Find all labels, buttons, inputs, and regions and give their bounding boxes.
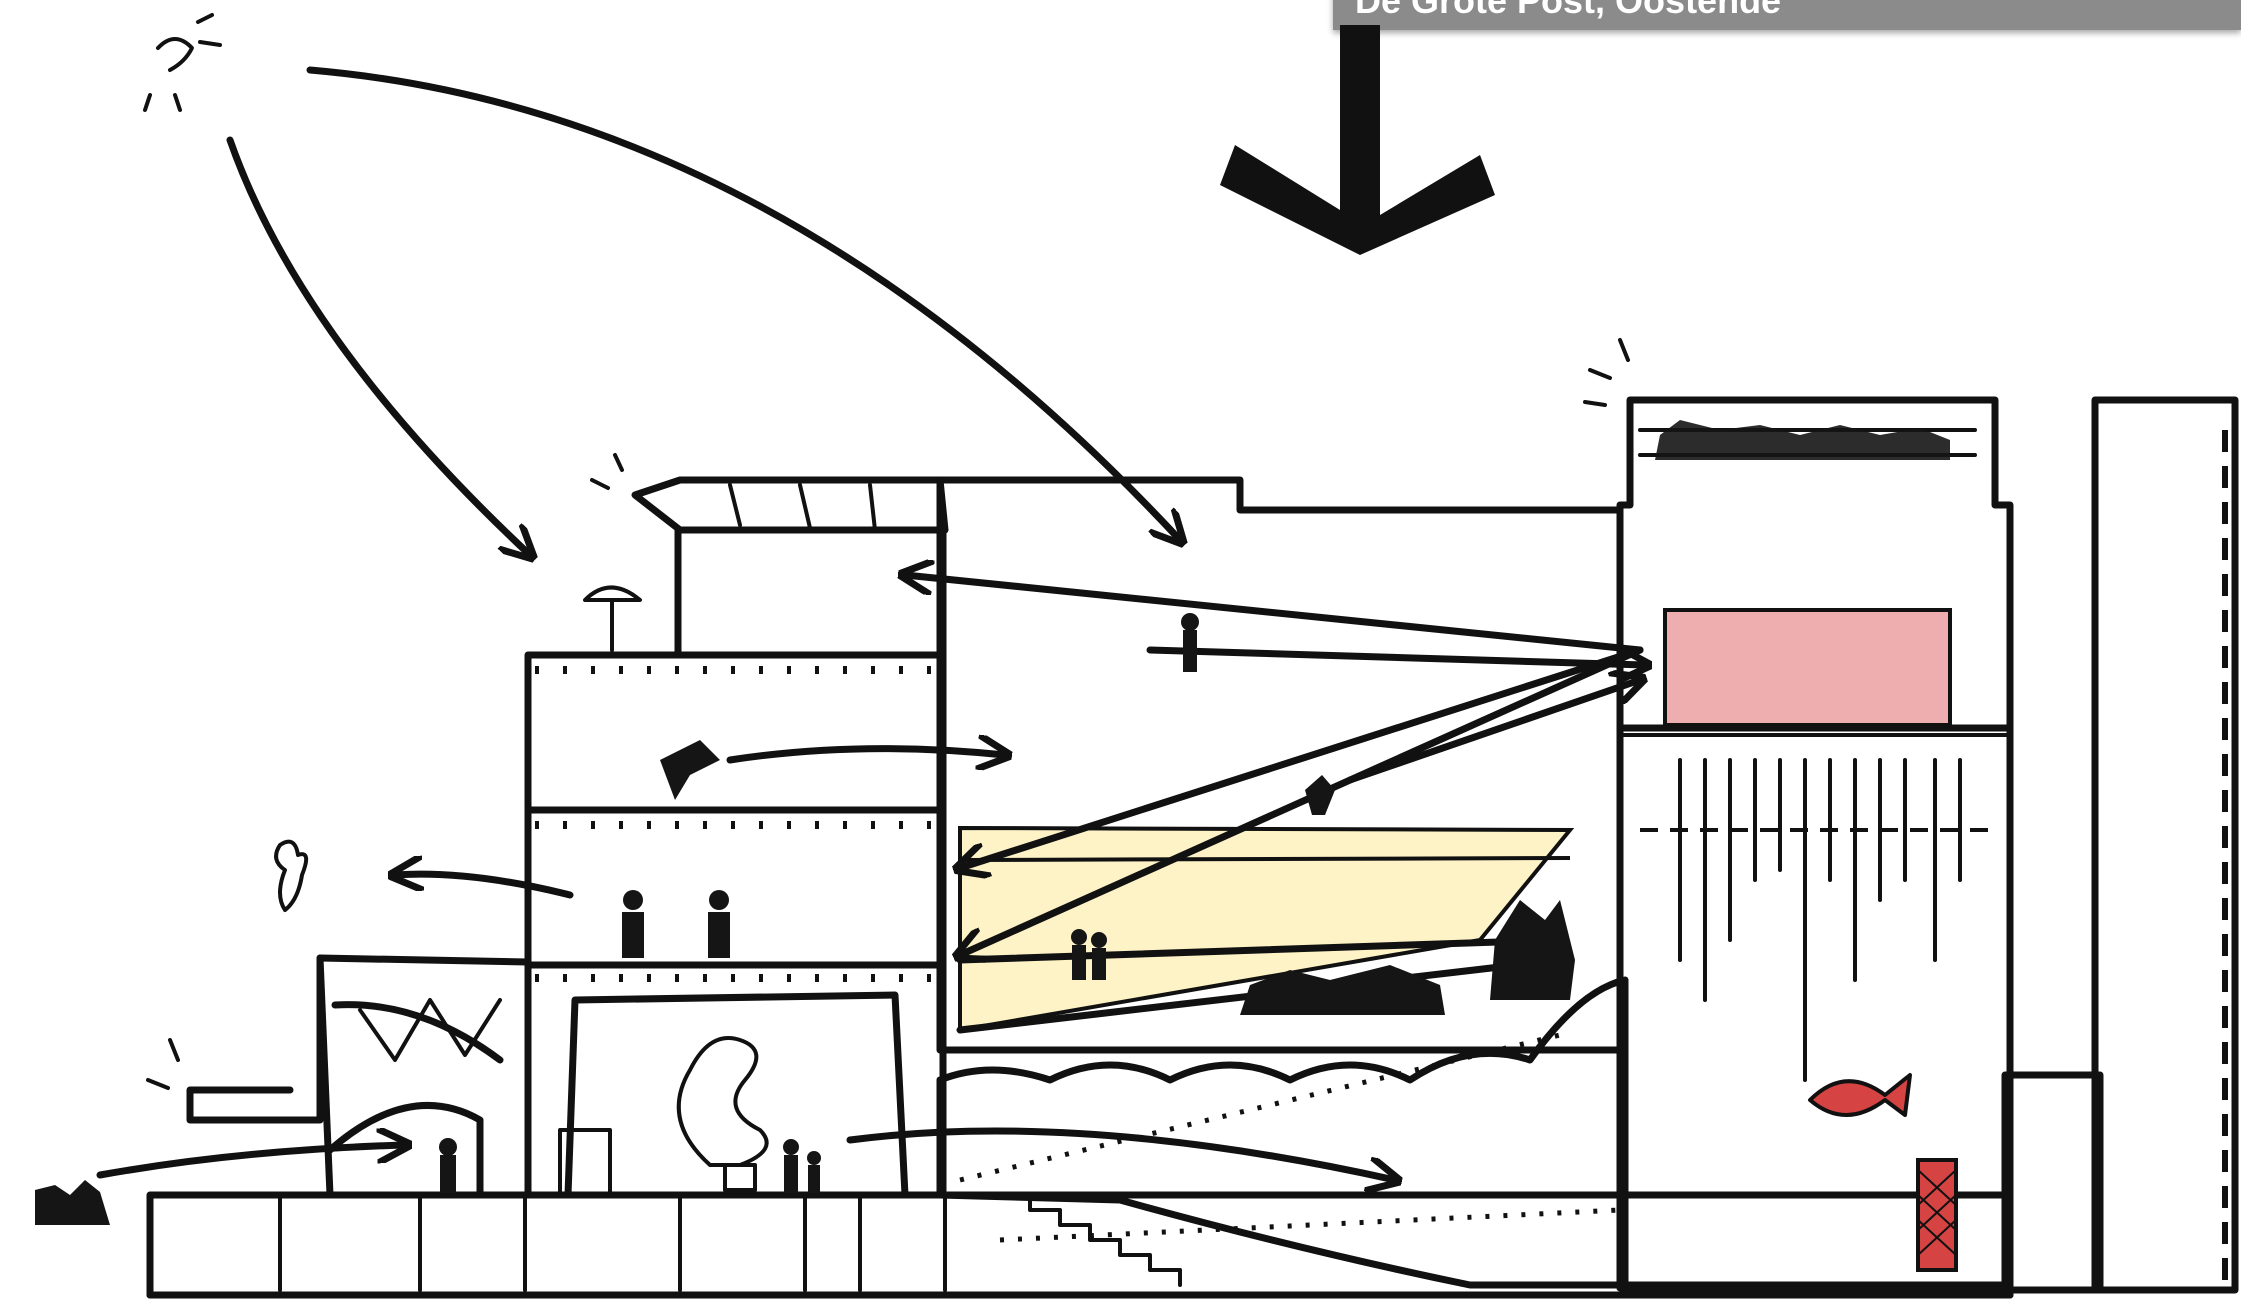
- auditorium: [936, 976, 1629, 1289]
- umbrella-icon: [583, 585, 642, 652]
- down-arrow-icon: [1220, 25, 1495, 255]
- caption-banner: De Grote Post, Oostende: [1333, 0, 2241, 30]
- tree-icon: [274, 839, 309, 912]
- sun-icon: [143, 13, 222, 112]
- top-pavilion: [631, 476, 949, 659]
- sparkle-icon: [146, 338, 1630, 1090]
- fish-icon: [1808, 1073, 1912, 1117]
- people-silhouette-icon: [35, 420, 1950, 1225]
- door-grille: [1916, 1158, 1958, 1272]
- left-floors: [524, 651, 947, 1199]
- caption-text: De Grote Post, Oostende: [1355, 0, 1782, 21]
- entrance-wing: [186, 954, 532, 1199]
- ground-plinth: [146, 1191, 2014, 1299]
- sculpture-icon: [676, 1036, 769, 1192]
- neighbour-building: [2001, 396, 2239, 1294]
- stage-tower: [1616, 396, 2014, 1292]
- stairs: [998, 1193, 1182, 1287]
